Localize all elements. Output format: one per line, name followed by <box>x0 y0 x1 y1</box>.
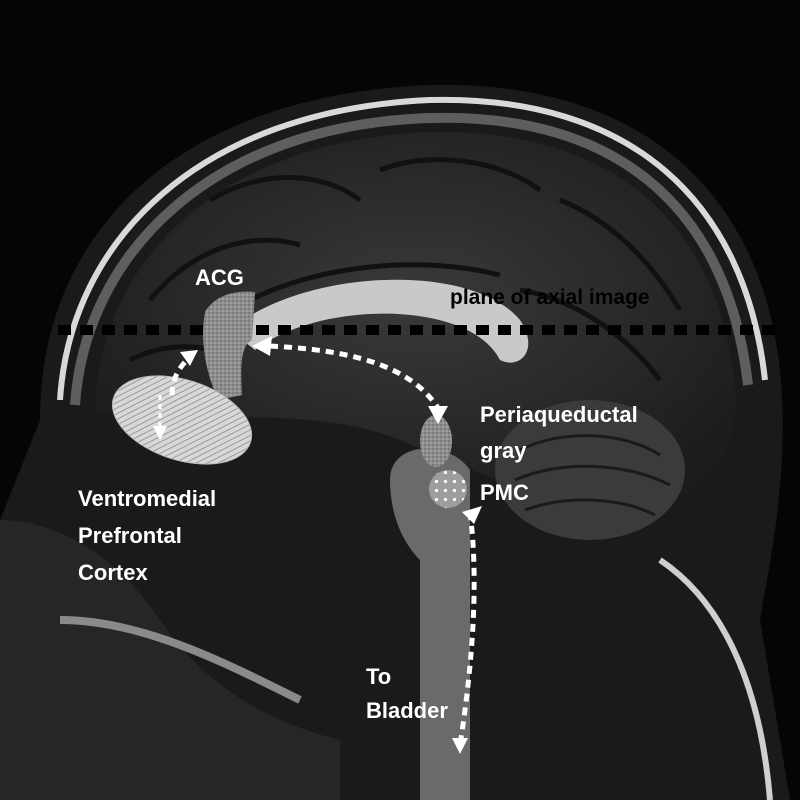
vmpfc-label-line2: Prefrontal <box>78 523 182 548</box>
arrowheads <box>153 336 482 754</box>
vmpfc-region <box>111 375 253 465</box>
palate <box>59 616 302 704</box>
arrowhead-acg <box>252 336 272 356</box>
vmpfc-label-line1: Ventromedial <box>78 486 216 511</box>
bladder-label-line2: Bladder <box>366 698 448 723</box>
arrowhead-pag <box>428 406 448 424</box>
pathway-arrows <box>169 343 477 746</box>
arrowhead-pmc <box>462 506 482 524</box>
axial-plane-label: plane of axial image <box>450 286 650 309</box>
scalp-outline <box>57 96 768 401</box>
cerebellar-folia <box>514 434 671 517</box>
vmpfc-acg-arrow <box>169 355 192 396</box>
arrowhead-vmpfc <box>153 426 167 440</box>
arrowhead-bladder <box>452 738 468 754</box>
acg-pag-arrow <box>269 343 441 410</box>
brainstem <box>390 448 470 800</box>
pmc-label: PMC <box>480 480 529 505</box>
bladder-label-line1: To <box>366 664 391 689</box>
pag-label-line2: gray <box>480 438 527 463</box>
skull-outline <box>70 112 753 406</box>
gyri <box>128 157 683 382</box>
corpus-callosum <box>230 279 529 363</box>
pmc-region <box>429 470 467 508</box>
neck-outline <box>658 557 773 800</box>
pmc-bladder-arrow <box>457 511 477 746</box>
acg-region <box>203 291 255 400</box>
arrowhead-acg-from-vmpfc <box>180 350 198 366</box>
periaqueductal-gray-region <box>420 415 452 467</box>
acg-label: ACG <box>195 265 244 290</box>
face-soft-tissue <box>0 520 340 800</box>
vmpfc-label-line3: Cortex <box>78 560 148 585</box>
pag-label-line1: Periaqueductal <box>480 402 638 427</box>
